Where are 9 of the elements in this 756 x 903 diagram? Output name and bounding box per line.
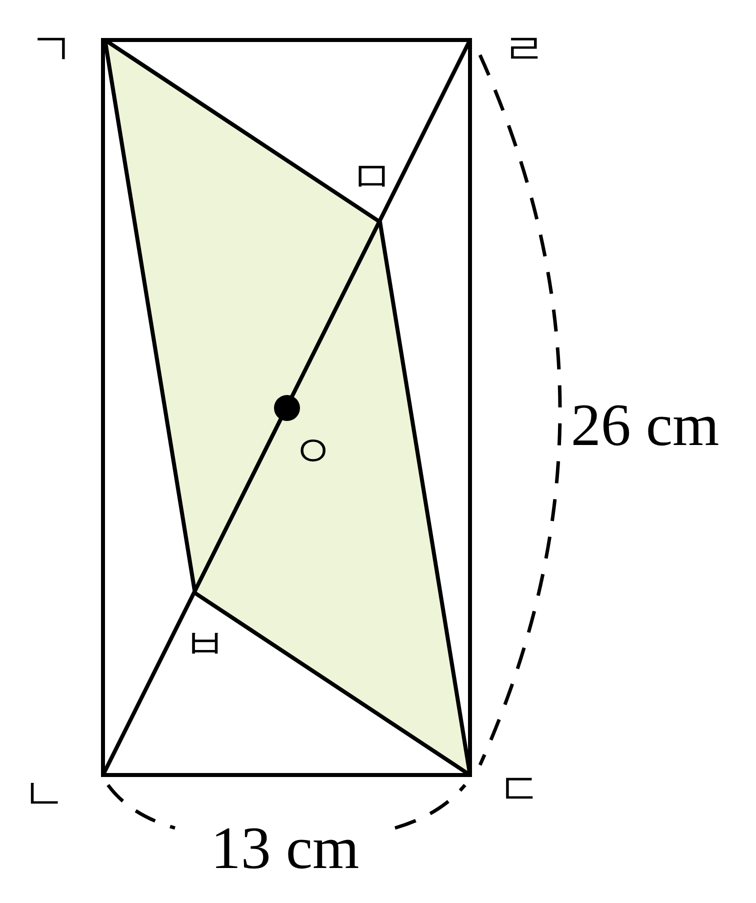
- point-label: ㄹ: [502, 28, 546, 72]
- point-label: ㅁ: [350, 156, 394, 200]
- dimension-label: 13 cm: [210, 818, 360, 878]
- point-label: ㄷ: [498, 768, 542, 812]
- dimension-label: 26 cm: [570, 395, 720, 455]
- point-label: ㅇ: [291, 430, 335, 474]
- point-label: ㄱ: [30, 28, 74, 72]
- point-label: ㄴ: [22, 773, 66, 817]
- point-label: ㅂ: [183, 623, 227, 667]
